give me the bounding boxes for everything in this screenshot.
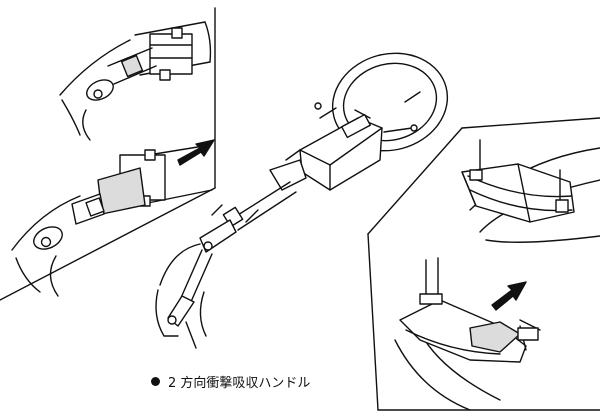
inset-shaft-joint-normal <box>59 21 212 141</box>
figure-caption: 2 方向衝撃吸収ハンドル <box>151 372 310 391</box>
bullet-icon <box>151 377 160 386</box>
caption-text: 2 方向衝撃吸収ハンドル <box>168 376 311 391</box>
inset-column-clamp-displaced <box>394 257 541 411</box>
impact-direction-arrow <box>177 139 215 166</box>
panel-borders <box>0 7 600 411</box>
inset-column-clamp-normal <box>461 139 600 243</box>
impact-direction-arrow <box>491 281 527 311</box>
steering-column <box>155 102 418 349</box>
inset-shaft-joint-collapsed <box>11 144 213 297</box>
